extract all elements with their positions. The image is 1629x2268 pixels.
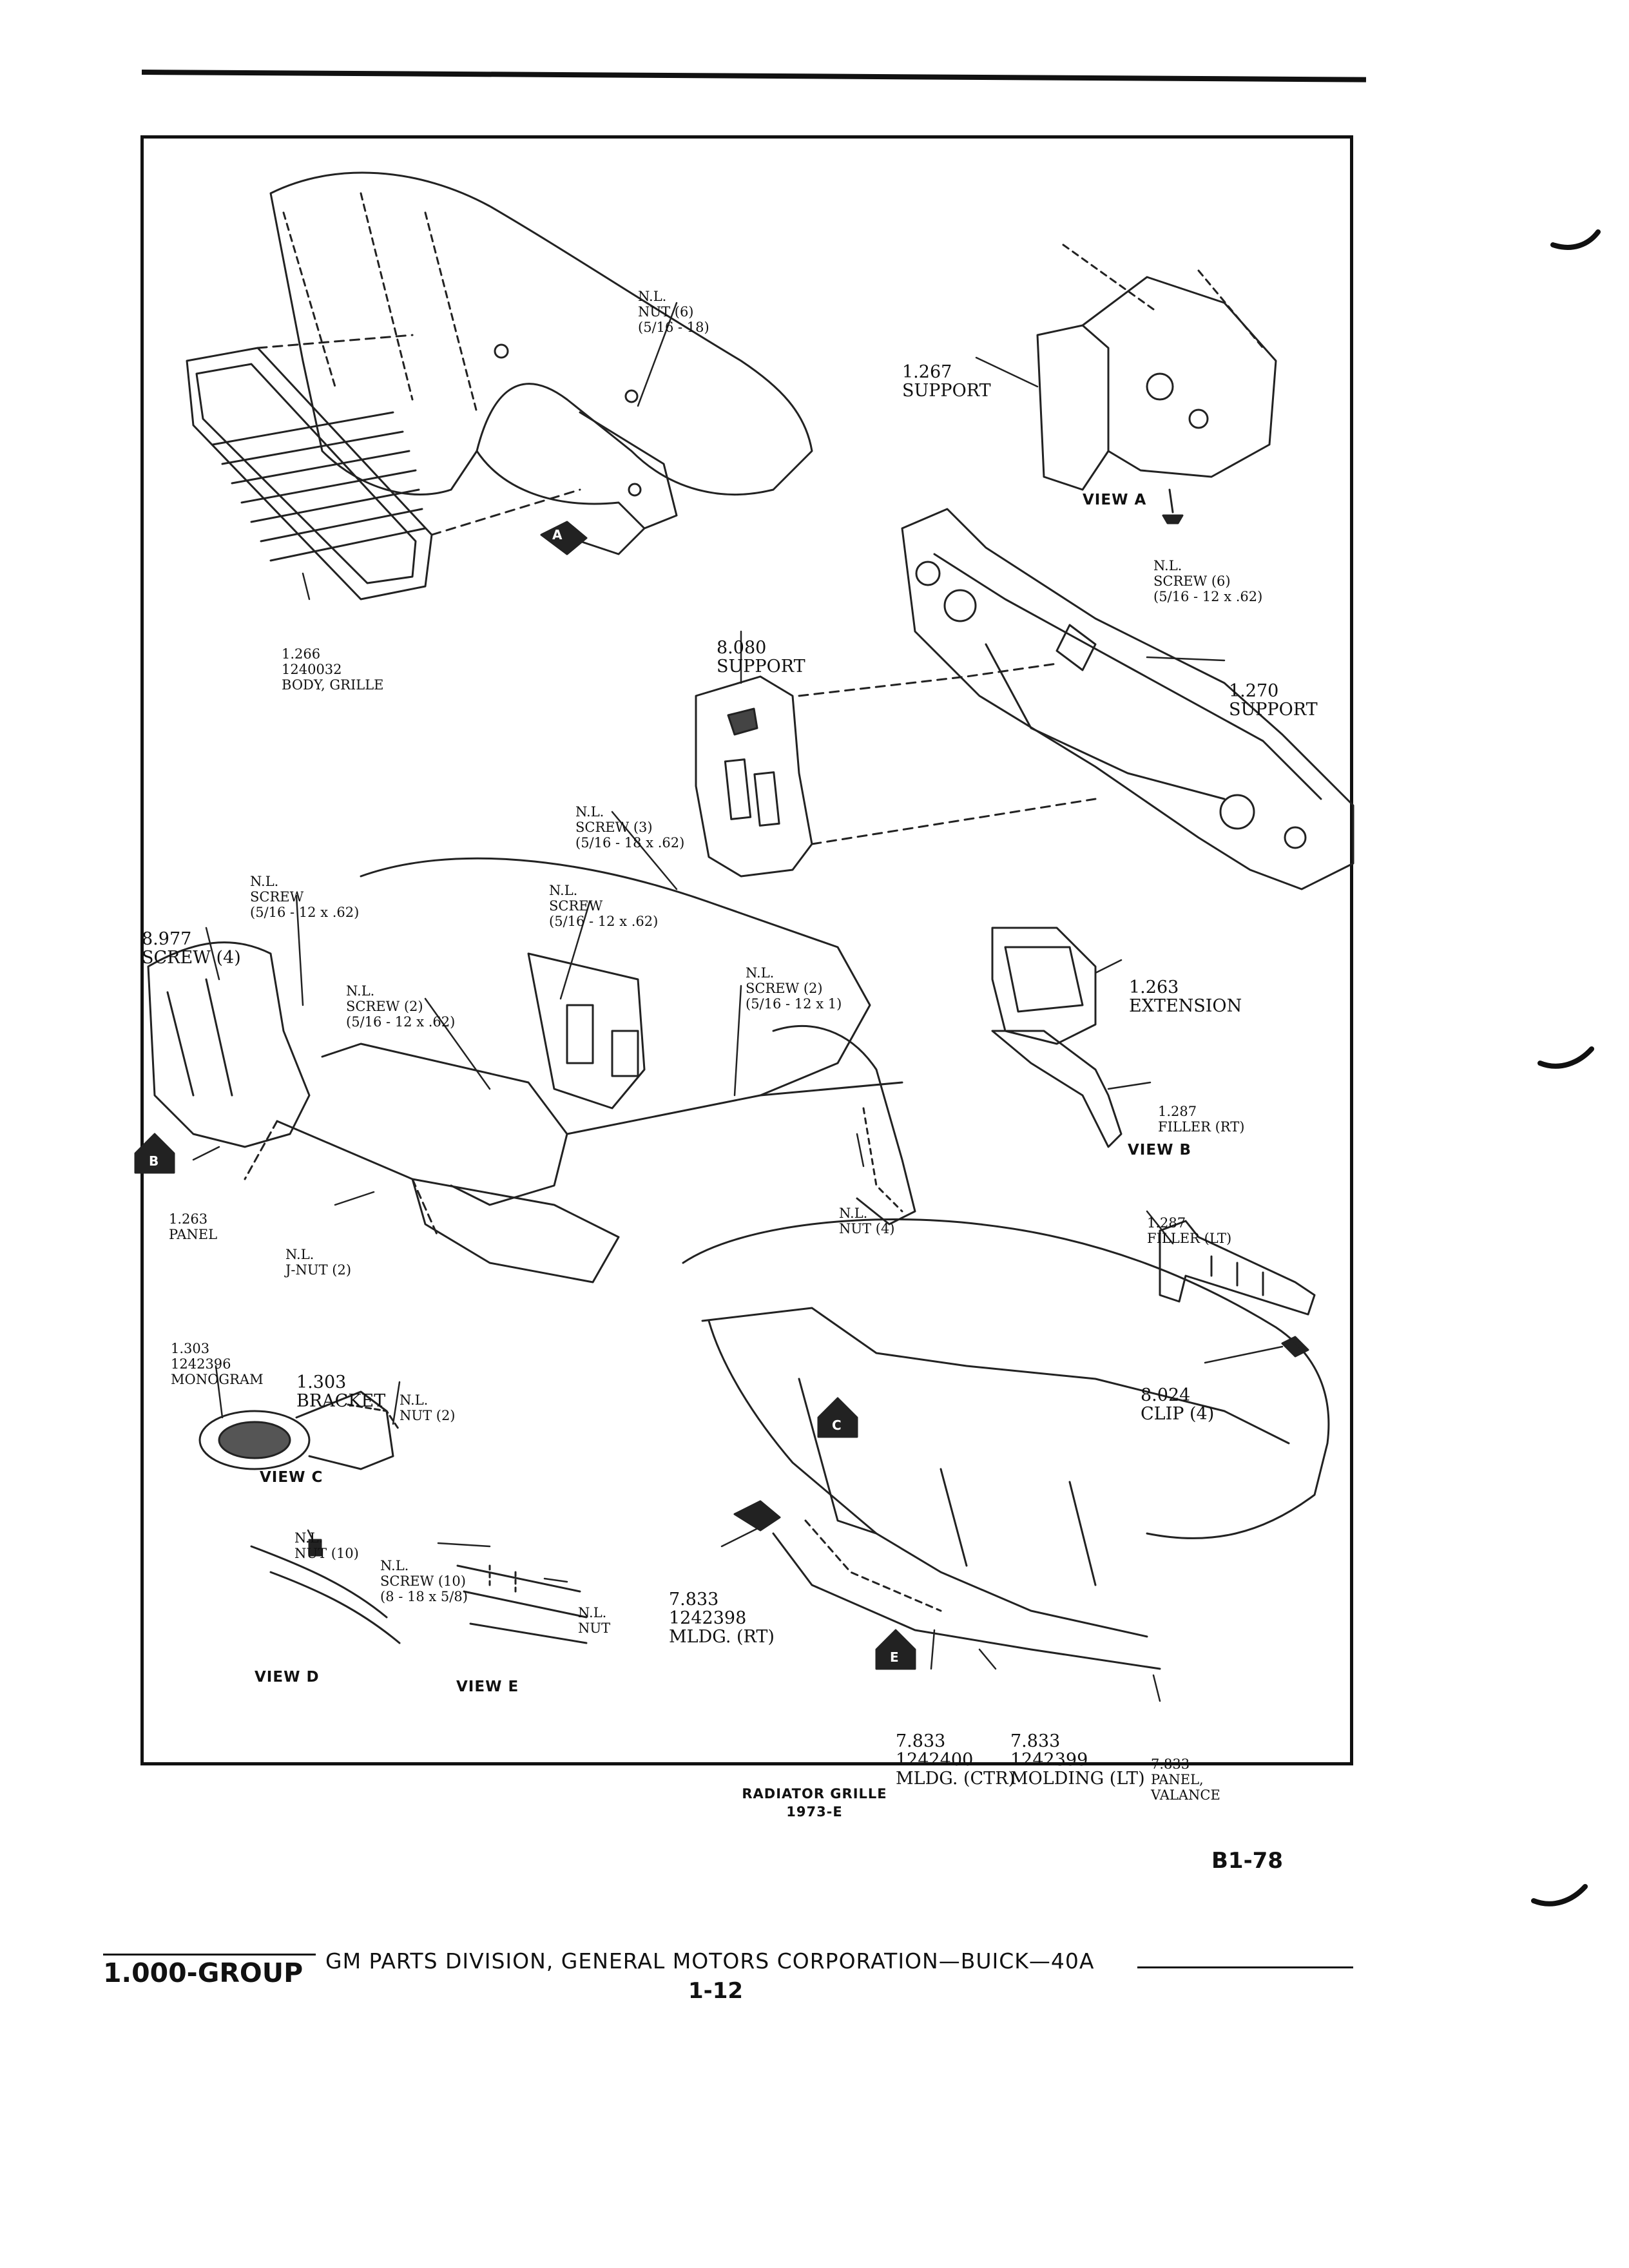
view-e-label: VIEW E [456,1678,519,1695]
figure-subtitle: 1973-E [786,1804,843,1820]
support-8080 [695,662,1097,878]
view-c-monogram [198,1390,401,1470]
view-a-support [1036,244,1277,524]
view-b-label: VIEW B [1128,1142,1191,1158]
view-tag-e: E [890,1649,900,1665]
callout-nut-2: N.L.NUT (2) [400,1392,456,1423]
callout-screw-mid: N.L.SCREW(5/16 - 12 x .62) [549,883,659,929]
footer-group: 1.000-GROUP [103,1957,304,1988]
leader-lines [192,302,1284,1702]
hood-fender-upper [269,171,813,555]
callout-screw-3: N.L.SCREW (3)(5/16 - 18 x .62) [575,804,685,850]
callout-nut-e: N.L.NUT [578,1605,611,1636]
callout-nut-4: N.L.NUT (4) [839,1206,895,1236]
page-id: B1-78 [1211,1848,1283,1874]
callout-j-nut: N.L.J-NUT (2) [285,1247,352,1278]
grille-body [186,334,581,601]
view-tag-shapes [134,521,916,1670]
callout-screw-left: N.L.SCREW(5/16 - 12 x .62) [250,874,360,920]
callout-screw-6: N.L.SCREW (6)(5/16 - 12 x .62) [1153,558,1263,604]
view-a-label: VIEW A [1083,492,1147,508]
front-end-assembly [147,857,916,1283]
view-d-e-hardware [250,1539,588,1644]
callout-screw-2b: N.L.SCREW (2)(5/16 - 12 x 1) [746,965,842,1012]
view-c-label: VIEW C [260,1469,323,1486]
footer-rule-left [103,1954,316,1956]
view-tag-c: C [832,1418,842,1433]
figure-title: RADIATOR GRILLE [742,1786,887,1802]
illustration-frame [140,135,1353,1765]
filler-lt-clip [1159,1220,1316,1358]
footer-publisher: GM PARTS DIVISION, GENERAL MOTORS CORPOR… [325,1948,1095,1974]
extension-filler-rt [991,927,1123,1148]
radiator-support [901,508,1354,890]
callout-nut-6: N.L.NUT (6)(5/16 - 18) [638,289,709,335]
callout-screw-2a: N.L.SCREW (2)(5/16 - 12 x .62) [346,983,456,1030]
view-d-label: VIEW D [255,1669,320,1686]
callout-nut-10: N.L.NUT (10) [294,1530,359,1561]
callout-screw-10: N.L.SCREW (10)(8 - 18 x 5/8) [380,1558,468,1604]
view-tag-b: B [149,1153,160,1169]
bumper-valance [682,1218,1330,1670]
footer-rule-right [1137,1966,1353,1968]
view-tag-a: A [552,527,563,543]
footer-page-number: 1-12 [688,1978,744,2004]
